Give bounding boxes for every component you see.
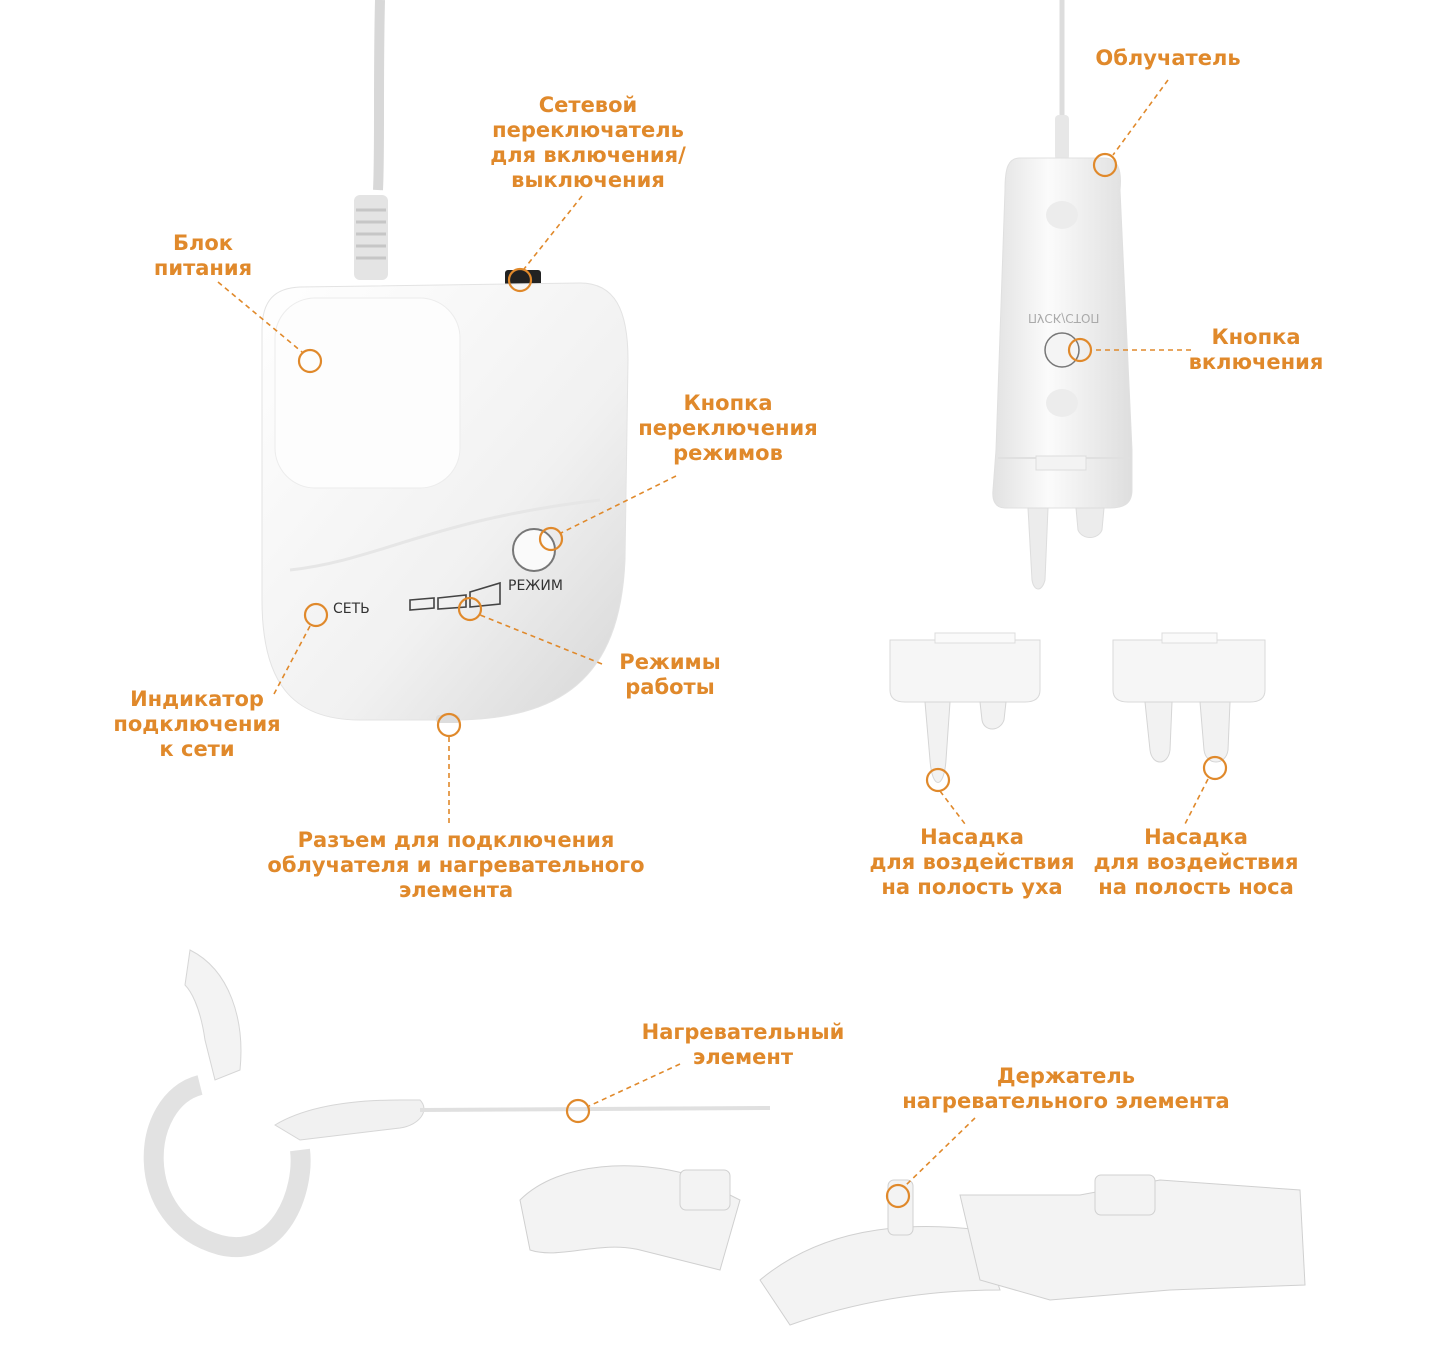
label-line: Нагревательный	[641, 1020, 845, 1044]
label-irradiator: Облучатель	[1095, 46, 1240, 71]
label-line: Режимы	[619, 650, 721, 674]
power-unit	[261, 0, 629, 723]
label-line: для включения/	[490, 143, 686, 167]
label-line: для воздействия	[869, 850, 1075, 874]
label-line: переключатель	[492, 118, 684, 142]
label-line: Сетевой	[538, 93, 638, 117]
label-line: Блок	[172, 231, 234, 255]
label-line: выключения	[511, 168, 665, 192]
heating-element	[143, 949, 771, 1257]
label-line: режимов	[673, 441, 783, 465]
label-line: Держатель	[996, 1064, 1136, 1088]
label-line: элемента	[398, 878, 514, 902]
callout-markers	[297, 152, 1228, 1209]
label-line: к сети	[159, 737, 235, 761]
label-line: питания	[153, 256, 253, 280]
label-line: включения	[1188, 350, 1324, 374]
label-line: работы	[625, 675, 715, 699]
heating-element-holder	[519, 1165, 1306, 1326]
label-line: на полость носа	[1098, 875, 1294, 899]
label-line: Разъем для подключения	[297, 828, 615, 852]
label-line: для воздействия	[1093, 850, 1299, 874]
label-line: облучателя и нагревательного	[267, 853, 645, 877]
ear-nozzle	[889, 632, 1041, 783]
irradiator	[992, 0, 1133, 590]
callout-lines	[217, 79, 1209, 1187]
label-line: Насадка	[920, 825, 1024, 849]
mode-text: РЕЖИМ	[508, 578, 563, 594]
label-line: переключения	[638, 416, 818, 440]
label-line: на полость уха	[881, 875, 1063, 899]
label-line: подключения	[113, 712, 281, 736]
label-line: Облучатель	[1095, 46, 1241, 70]
start-stop-text: ПУСК/СТОП	[1028, 311, 1100, 325]
label-line: элемент	[692, 1045, 794, 1069]
label-line: Кнопка	[683, 391, 773, 415]
label-line: нагревательного элемента	[902, 1089, 1230, 1113]
label-line: Кнопка	[1211, 325, 1301, 349]
label-line: Индикатор	[130, 687, 264, 711]
power-switch	[505, 270, 541, 286]
label-line: Насадка	[1144, 825, 1248, 849]
mode-indicators	[409, 581, 501, 611]
network-text: СЕТЬ	[333, 601, 370, 617]
nose-nozzle	[1112, 632, 1266, 763]
